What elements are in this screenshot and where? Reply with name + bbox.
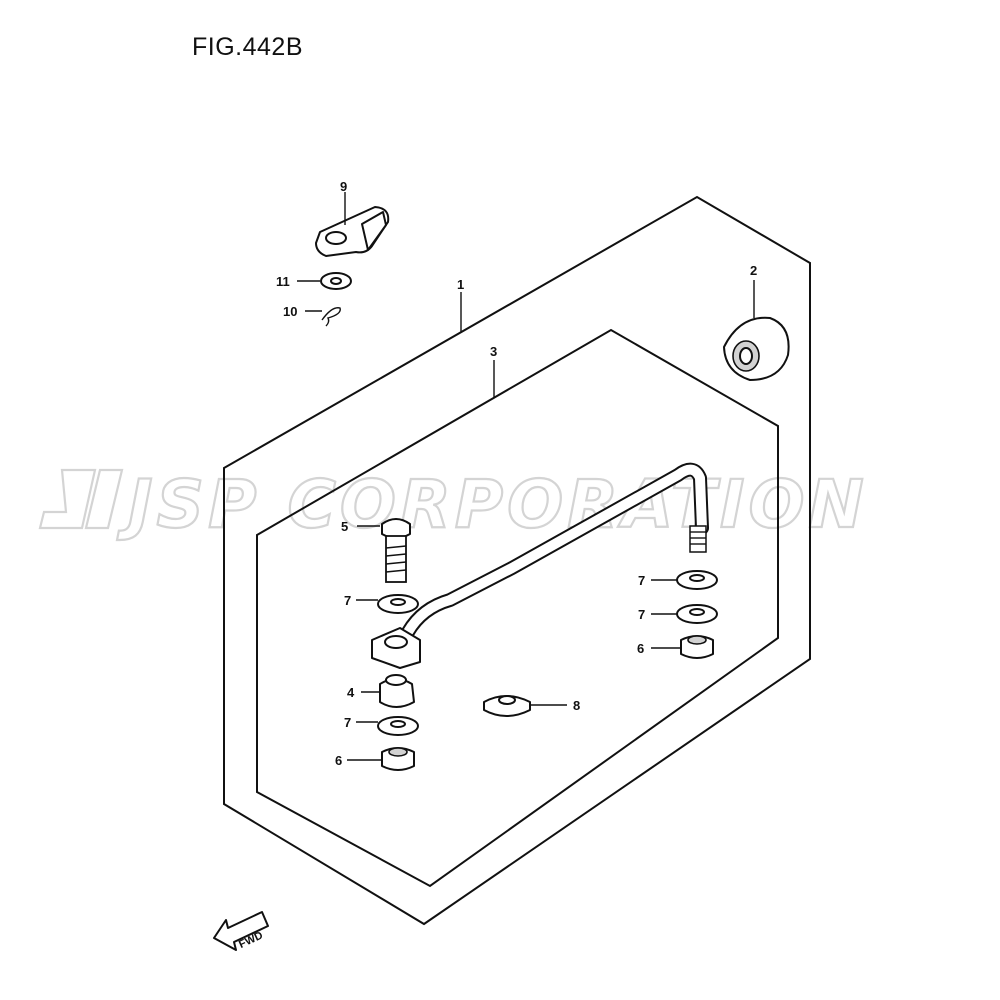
part-8-spacer <box>483 695 567 717</box>
callout-7: 7 <box>638 573 645 588</box>
callout-6: 6 <box>335 753 342 768</box>
part-4-collar <box>361 674 415 708</box>
part-7-washer-left-top <box>356 594 419 614</box>
callout-7: 7 <box>344 715 351 730</box>
kit-inner-frame <box>256 328 779 888</box>
part-6-nut-right <box>651 635 714 659</box>
fwd-arrow-icon: FWD <box>213 911 269 951</box>
part-2-grommet <box>723 280 790 381</box>
part-7-washer-right-top <box>651 570 718 590</box>
callout-5: 5 <box>341 519 348 534</box>
kit-outer-frame <box>223 195 811 926</box>
part-3-rod <box>371 462 709 669</box>
callout-6: 6 <box>637 641 644 656</box>
callout-7: 7 <box>344 593 351 608</box>
callout-8: 8 <box>573 698 580 713</box>
part-7-washer-left-bottom <box>356 716 419 736</box>
watermark-text: JSP CORPORATION <box>117 466 868 543</box>
part-11-washer <box>297 272 352 290</box>
callout-11: 11 <box>276 274 290 289</box>
part-10-cotter-pin <box>305 307 341 327</box>
part-7-washer-right-bottom <box>651 604 718 624</box>
callout-7: 7 <box>638 607 645 622</box>
part-9-bracket <box>315 192 390 257</box>
callout-3: 3 <box>490 344 497 359</box>
part-6-nut-left <box>347 747 415 771</box>
callout-2: 2 <box>750 263 757 278</box>
callout-9: 9 <box>340 179 347 194</box>
callout-1: 1 <box>457 277 464 292</box>
figure-title: FIG.442B <box>192 33 303 61</box>
watermark: JSP CORPORATION <box>38 465 868 544</box>
callout-10: 10 <box>283 304 297 319</box>
part-5-bolt <box>357 518 411 583</box>
callout-4: 4 <box>347 685 355 700</box>
